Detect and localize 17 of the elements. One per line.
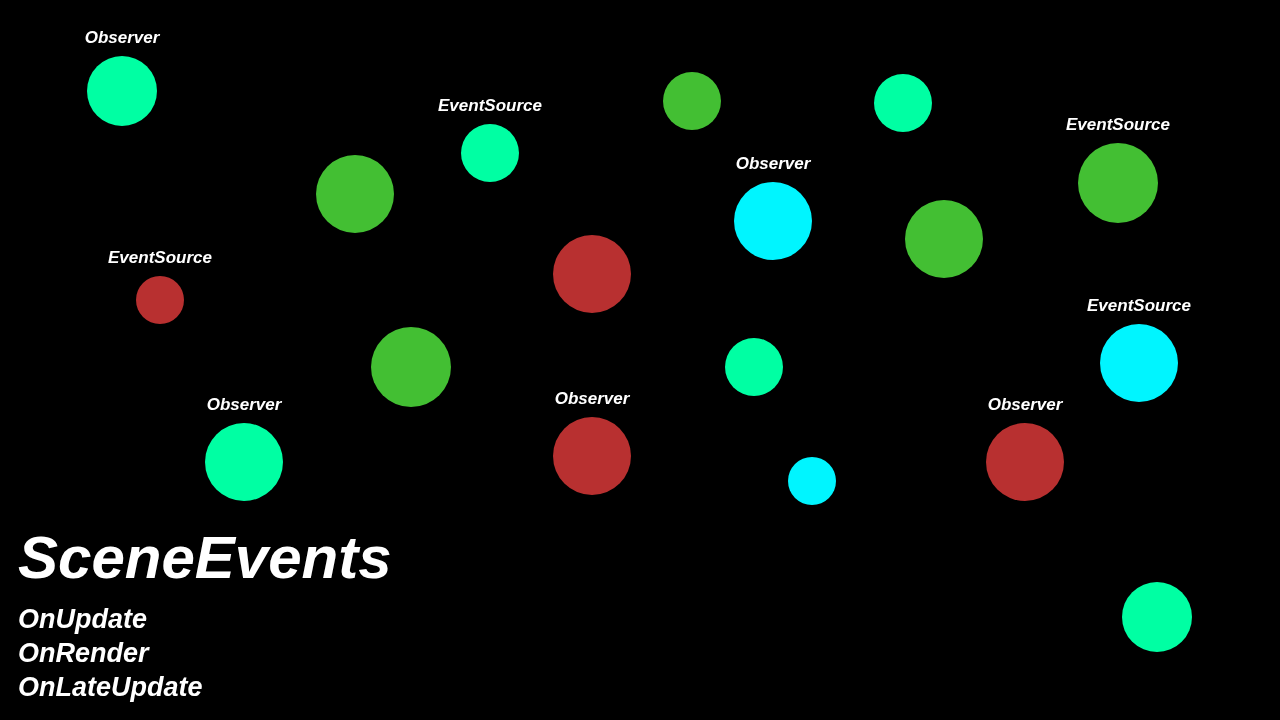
node-label: EventSource bbox=[1066, 115, 1170, 135]
circle-marker bbox=[788, 457, 836, 505]
title: SceneEvents bbox=[18, 523, 392, 593]
node-label: Observer bbox=[206, 395, 282, 415]
node-label: Observer bbox=[84, 28, 160, 48]
node-label: EventSource bbox=[438, 96, 542, 116]
node-label: EventSource bbox=[1087, 296, 1191, 316]
node-label: Observer bbox=[735, 154, 811, 174]
node-label: Observer bbox=[554, 389, 630, 409]
circle-marker bbox=[874, 74, 932, 132]
circle-marker bbox=[725, 338, 783, 396]
circle-marker bbox=[663, 72, 721, 130]
node-label: EventSource bbox=[108, 248, 212, 268]
node-label: Observer bbox=[987, 395, 1063, 415]
event-name: OnUpdate bbox=[18, 603, 147, 635]
event-name: OnRender bbox=[18, 637, 149, 669]
event-name: OnLateUpdate bbox=[18, 671, 203, 703]
